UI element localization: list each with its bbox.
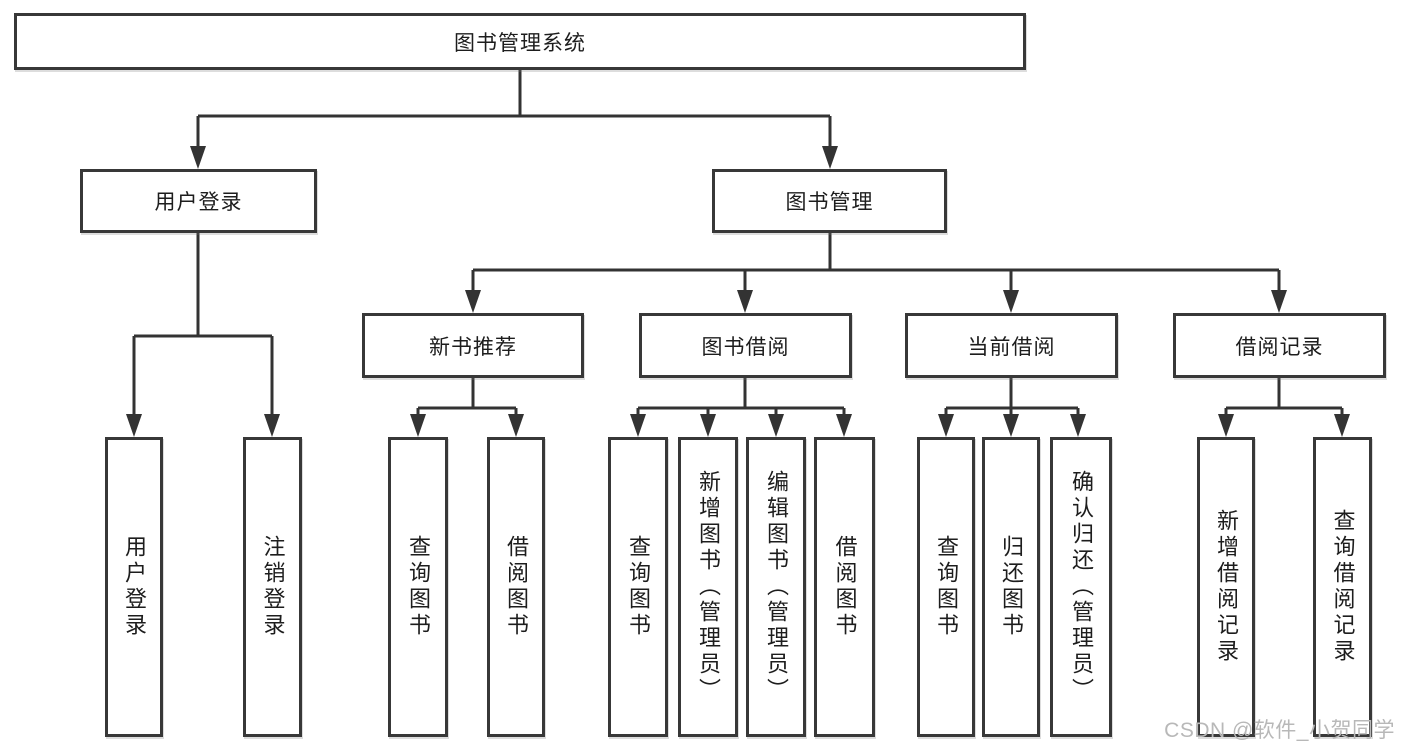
node-current-borrowing-label: 当前借阅 [967,335,1056,359]
node-book-management: 图书管理 [712,169,947,233]
leaf-add-borrow-record: 新增借阅记录 [1197,437,1255,737]
node-user-login-group: 用户登录 [80,169,317,233]
node-book-borrowing-label: 图书借阅 [701,335,790,359]
leaf-confirm-return-admin: 确认归还（管理员） [1050,437,1112,737]
leaf-query-books-current: 查询图书 [917,437,975,737]
leaf-add-borrow-record-label: 新增借阅记录 [1214,509,1239,665]
leaf-query-borrow-record-label: 查询借阅记录 [1330,509,1356,665]
leaf-borrow-books-borrowing: 借阅图书 [814,437,875,737]
leaf-query-books-recommend: 查询图书 [388,437,448,737]
node-new-book-recommend-label: 新书推荐 [429,335,517,359]
node-book-borrowing: 图书借阅 [639,313,852,378]
leaf-user-login: 用户登录 [105,437,163,737]
leaf-query-books-recommend-label: 查询图书 [406,535,431,639]
leaf-add-books-admin: 新增图书（管理员） [678,437,738,737]
leaf-borrow-books-borrowing-label: 借阅图书 [832,535,858,639]
csdn-watermark: CSDN @软件_小贺同学 [1164,719,1395,742]
node-current-borrowing: 当前借阅 [905,313,1118,378]
leaf-query-borrow-record: 查询借阅记录 [1313,437,1372,737]
node-borrow-records-label: 借阅记录 [1235,335,1324,359]
node-library-system-label: 图书管理系统 [454,31,586,55]
leaf-edit-books-admin: 编辑图书（管理员） [746,437,806,737]
node-book-management-label: 图书管理 [785,191,874,214]
node-library-system: 图书管理系统 [14,13,1026,70]
leaf-return-books-label: 归还图书 [999,535,1024,639]
leaf-query-books-borrowing: 查询图书 [608,437,668,737]
leaf-query-books-borrowing-label: 查询图书 [626,535,651,639]
leaf-add-books-admin-label: 新增图书（管理员） [696,470,721,704]
leaf-return-books: 归还图书 [982,437,1040,737]
leaf-logout-label: 注销登录 [260,535,286,639]
node-new-book-recommend: 新书推荐 [362,313,584,378]
leaf-borrow-books-recommend-label: 借阅图书 [504,535,529,639]
leaf-edit-books-admin-label: 编辑图书（管理员） [764,470,789,704]
leaf-logout: 注销登录 [243,437,302,737]
node-user-login-group-label: 用户登录 [154,191,243,214]
leaf-query-books-current-label: 查询图书 [934,535,959,639]
leaf-user-login-label: 用户登录 [122,535,147,639]
node-borrow-records: 借阅记录 [1173,313,1386,378]
leaf-borrow-books-recommend: 借阅图书 [487,437,545,737]
leaf-confirm-return-admin-label: 确认归还（管理员） [1069,470,1094,704]
